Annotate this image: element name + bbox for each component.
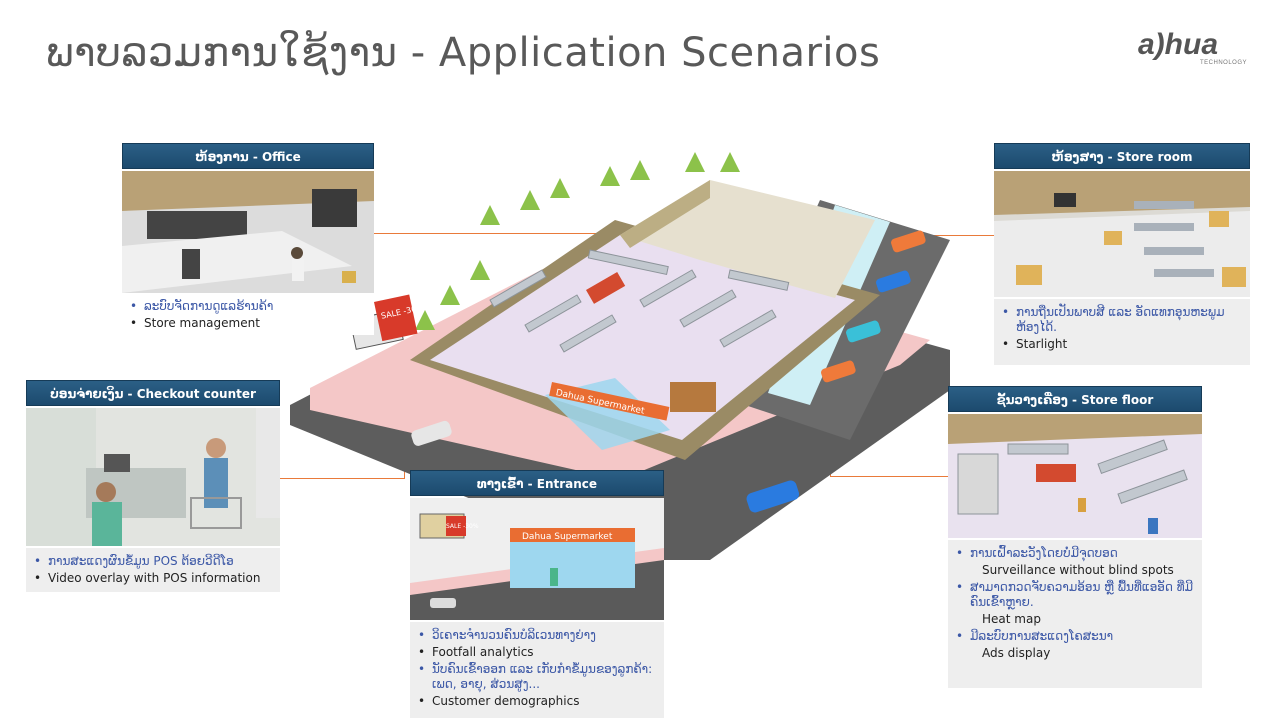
- checkout-features: • ການສະແດງຜົນຂໍ້ມູນ POS ຕ້ອຍວີດີໂອ • Video…: [26, 548, 280, 592]
- feature-item: • Customer demographics: [418, 694, 656, 709]
- storefloor-image: [948, 414, 1202, 538]
- storefloor-features: • ການເຝົ້າລະວັງໂດຍບໍ່ມີຈຸດບອດ Surveillanc…: [948, 540, 1202, 688]
- bullet-icon: •: [418, 628, 426, 642]
- feature-text: Surveillance without blind spots: [982, 563, 1174, 577]
- logo-subtext: TECHNOLOGY: [1200, 60, 1248, 66]
- feature-text: ນັບຄົນເຂົ້າອອກ ແລະ ເກັບກຳຂໍ້ມູນຂອງລູກຄ້າ…: [432, 662, 653, 691]
- bullet-icon: •: [130, 316, 138, 330]
- office-features: • ລະບົບຈັດການດູແລຮ້ານຄ້າ • Store managemen…: [122, 293, 374, 335]
- storeroom-features: • ການຖືນເປັນພາບສີ ແລະ ອັດແທກອຸນຫະພູມຫ້ອງໄ…: [994, 299, 1250, 365]
- feature-text: ລະບົບຈັດການດູແລຮ້ານຄ້າ: [144, 299, 274, 313]
- feature-item: • Starlight: [1002, 337, 1242, 352]
- feature-text: Starlight: [1016, 337, 1068, 351]
- feature-text: Video overlay with POS information: [48, 571, 261, 585]
- feature-text: ສາມາດກວດຈັບຄວາມອ້ອນ ຫຼື ພື້ນທີ່ແອອັດ ທີ່…: [970, 580, 1194, 609]
- entrance-image: Dahua Supermarket SALE -30%: [410, 498, 664, 620]
- panel-storeroom: ຫ້ອງສາງ - Store room • ການຖືນເປັນພາບສີ ແລ…: [994, 143, 1250, 365]
- feature-text: ການເຝົ້າລະວັງໂດຍບໍ່ມີຈຸດບອດ: [970, 546, 1118, 560]
- feature-text: Store management: [144, 316, 260, 330]
- storeroom-image: [994, 171, 1250, 297]
- feature-item: • Footfall analytics: [418, 645, 656, 660]
- feature-item: Heat map: [956, 612, 1194, 627]
- bullet-icon: •: [418, 694, 426, 708]
- bullet-icon: •: [34, 554, 42, 568]
- feature-text: ມີລະບົບການສະແດງໂຄສະນາ: [970, 629, 1114, 643]
- bullet-icon: •: [1002, 337, 1010, 351]
- checkout-image: [26, 408, 280, 546]
- panel-header: ຫ້ອງສາງ - Store room: [994, 143, 1250, 169]
- feature-text: Ads display: [982, 646, 1051, 660]
- logo-text: a)hua: [1138, 28, 1219, 61]
- panel-header: ບ່ອນຈ່າຍເງິນ - Checkout counter: [26, 380, 280, 406]
- slide-title: ພາບລວມການໃຊ້ງານ - Application Scenarios: [46, 30, 881, 76]
- panel-header: ຫ້ອງການ - Office: [122, 143, 374, 169]
- feature-text: ການຖືນເປັນພາບສີ ແລະ ອັດແທກອຸນຫະພູມຫ້ອງໄດ…: [1016, 305, 1225, 334]
- entrance-features: • ວິເຄາະຈຳນວນຄົນບໍລິເວນທາງຍ່າງ • Footfall …: [410, 622, 664, 718]
- connector-floor-h: [830, 476, 948, 477]
- entrance-sale-sign: SALE -30%: [446, 523, 479, 530]
- feature-item: • Video overlay with POS information: [34, 571, 272, 586]
- bullet-icon: •: [1002, 305, 1010, 319]
- panel-header: ຊັ້ນວາງເຄື່ອງ - Store floor: [948, 386, 1202, 412]
- feature-item: • ນັບຄົນເຂົ້າອອກ ແລະ ເກັບກຳຂໍ້ມູນຂອງລູກຄ້…: [418, 662, 656, 692]
- panel-checkout: ບ່ອນຈ່າຍເງິນ - Checkout counter • ການສະແດ…: [26, 380, 280, 592]
- bullet-icon: •: [956, 580, 964, 594]
- connector-office: [374, 233, 654, 234]
- feature-text: Customer demographics: [432, 694, 580, 708]
- feature-text: ການສະແດງຜົນຂໍ້ມູນ POS ຕ້ອຍວີດີໂອ: [48, 554, 234, 568]
- panel-storefloor: ຊັ້ນວາງເຄື່ອງ - Store floor • ການເຝົ້າລະວ…: [948, 386, 1202, 688]
- feature-item: • ການຖືນເປັນພາບສີ ແລະ ອັດແທກອຸນຫະພູມຫ້ອງໄ…: [1002, 305, 1242, 335]
- feature-item: • ການສະແດງຜົນຂໍ້ມູນ POS ຕ້ອຍວີດີໂອ: [34, 554, 272, 569]
- dahua-logo: a)hua TECHNOLOGY: [1138, 30, 1258, 74]
- feature-item: • ການເຝົ້າລະວັງໂດຍບໍ່ມີຈຸດບອດ: [956, 546, 1194, 561]
- feature-text: ວິເຄາະຈຳນວນຄົນບໍລິເວນທາງຍ່າງ: [432, 628, 596, 642]
- bullet-icon: •: [956, 629, 964, 643]
- panel-header: ທາງເຂົ້າ - Entrance: [410, 470, 664, 496]
- feature-item: • ວິເຄາະຈຳນວນຄົນບໍລິເວນທາງຍ່າງ: [418, 628, 656, 643]
- bullet-icon: •: [956, 546, 964, 560]
- bullet-icon: •: [418, 645, 426, 659]
- panel-office: ຫ້ອງການ - Office • ລະບົບຈັດການດູແລຮ້ານຄ້າ…: [122, 143, 374, 335]
- bullet-icon: •: [418, 662, 426, 676]
- office-image: [122, 171, 374, 293]
- entrance-store-sign: Dahua Supermarket: [522, 532, 613, 542]
- feature-item: Ads display: [956, 646, 1194, 661]
- bullet-icon: •: [130, 299, 138, 313]
- feature-item: • ລະບົບຈັດການດູແລຮ້ານຄ້າ: [130, 299, 366, 314]
- feature-item: • ສາມາດກວດຈັບຄວາມອ້ອນ ຫຼື ພື້ນທີ່ແອອັດ ທີ…: [956, 580, 1194, 610]
- feature-item: Surveillance without blind spots: [956, 563, 1194, 578]
- feature-item: • ມີລະບົບການສະແດງໂຄສະນາ: [956, 629, 1194, 644]
- panel-entrance: ທາງເຂົ້າ - Entrance Dahua Supermarket SA…: [410, 470, 664, 718]
- feature-text: Heat map: [982, 612, 1041, 626]
- connector-checkout: [280, 478, 404, 479]
- feature-text: Footfall analytics: [432, 645, 534, 659]
- feature-item: • Store management: [130, 316, 366, 331]
- bullet-icon: •: [34, 571, 42, 585]
